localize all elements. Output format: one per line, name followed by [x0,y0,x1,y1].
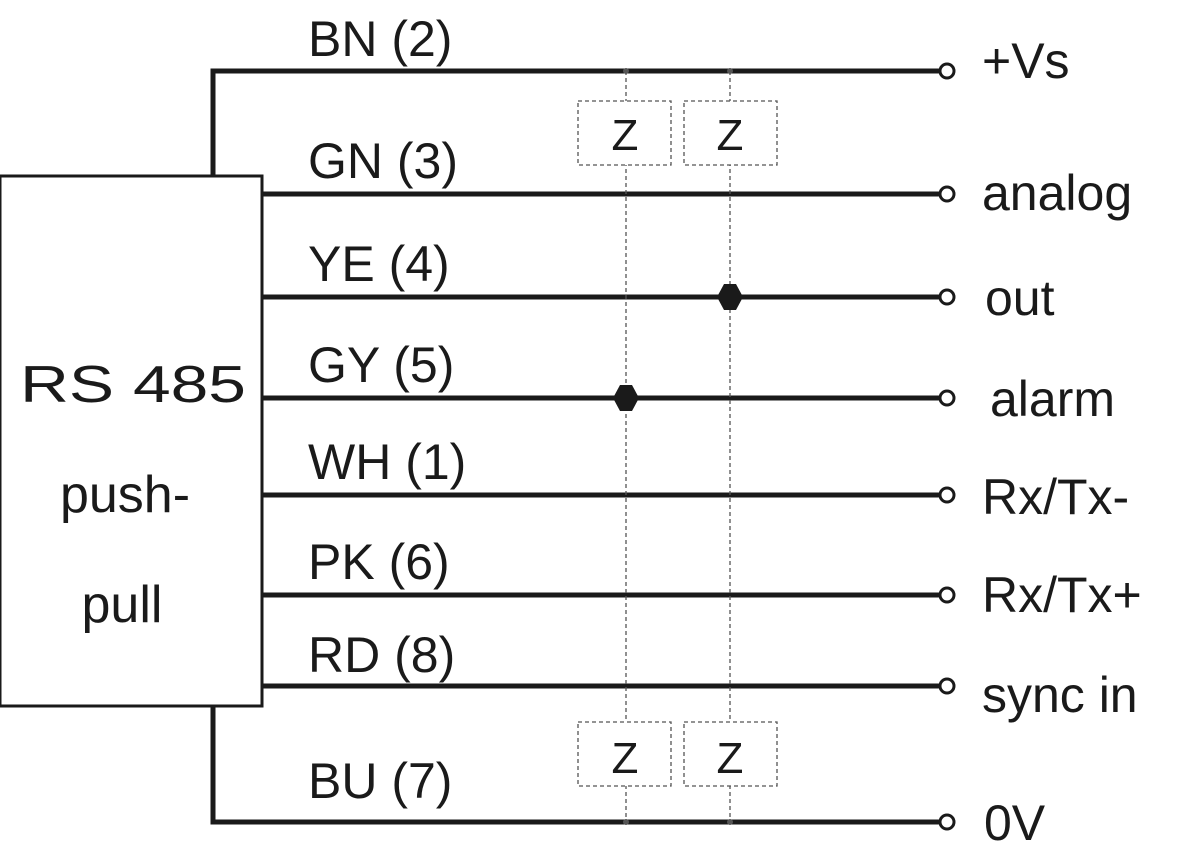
load-box-bottom-left [577,721,672,787]
wire-bu [210,706,943,825]
wire-label-pk: PK (6) [308,534,450,590]
signal-label-rxtx-minus: Rx/Tx- [982,469,1129,525]
terminal-alarm [938,389,956,407]
junction-out [717,284,743,310]
block-label-line-2: push- [60,466,190,524]
wire-label-rd: RD (8) [308,627,455,683]
tap-point-0v-right [727,819,733,825]
load-label-bottom-left: Z [612,734,639,783]
tap-point-vs-right [727,68,733,74]
signal-label-sync-in: sync in [982,667,1138,723]
load-label-top-right: Z [717,111,744,160]
signal-label-analog: analog [982,165,1132,221]
rs485-block [0,174,264,708]
terminal-0v [938,813,956,831]
terminal-rxtx-plus [938,586,956,604]
load-box-top-left [577,100,672,166]
terminal-vs [938,62,956,80]
terminal-analog [938,185,956,203]
load-box-bottom-right [683,721,778,787]
tap-point-0v-left [623,819,629,825]
wire-label-bu: BU (7) [308,753,452,809]
signal-label-0v: 0V [984,795,1046,851]
load-box-top-right [683,100,778,166]
junction-alarm [613,385,639,411]
wire-label-ye: YE (4) [308,236,450,292]
terminal-rxtx-minus [938,486,956,504]
signal-label-out: out [985,270,1055,326]
terminal-sync-in [938,677,956,695]
load-label-top-left: Z [612,111,639,160]
wire-bn [210,68,943,176]
tap-point-vs-left [623,68,629,74]
signal-label-rxtx-plus: Rx/Tx+ [982,567,1142,623]
block-label-line-3: pull [82,576,163,634]
wire-label-bn: BN (2) [308,11,452,67]
block-label-line-1: RS 485 [20,356,246,414]
load-label-bottom-right: Z [717,734,744,783]
terminal-out [938,288,956,306]
wire-label-gn: GN (3) [308,133,458,189]
wire-label-wh: WH (1) [308,434,466,490]
signal-label-vs: +Vs [982,33,1070,89]
signal-label-alarm: alarm [990,371,1115,427]
wire-label-gy: GY (5) [308,337,454,393]
